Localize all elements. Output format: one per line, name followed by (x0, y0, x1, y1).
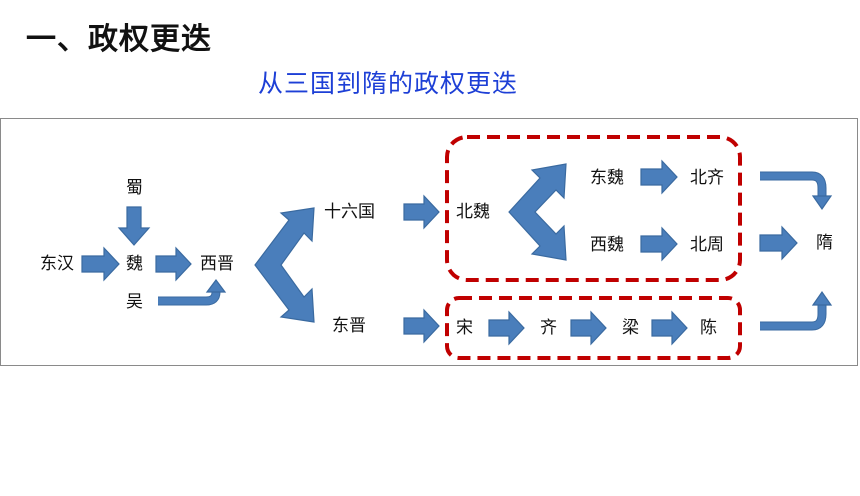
node-qi: 齐 (540, 318, 557, 338)
diagram-subtitle: 从三国到隋的政权更迭 (258, 69, 519, 98)
qi-to-liang-arrow (570, 310, 607, 346)
node-wu: 吴 (126, 292, 143, 312)
node-chen: 陈 (700, 318, 717, 338)
chen-to-sui-arrow (760, 305, 826, 330)
beiqi-to-sui-arrow (760, 172, 826, 196)
xiwei-to-beizhou-arrow (640, 226, 678, 262)
node-shu: 蜀 (126, 178, 143, 198)
dongwei-to-beiqi-arrow (640, 159, 678, 195)
node-song: 宋 (456, 318, 473, 338)
node-dongwei: 东魏 (590, 168, 624, 188)
wei-to-xijin-arrow (155, 246, 192, 282)
node-beiqi: 北齐 (690, 168, 724, 188)
northern-dynasties-box (445, 135, 742, 282)
xijin-split-arrow (254, 207, 315, 323)
shu-to-wei-arrow (117, 206, 151, 246)
node-xijin: 西晋 (200, 254, 234, 274)
donghan-to-wei-arrow (81, 246, 120, 282)
node-liang: 梁 (622, 318, 639, 338)
dongjin-to-song-arrow (403, 308, 440, 344)
node-xiwei: 西魏 (590, 235, 624, 255)
liang-to-chen-arrow (651, 310, 688, 346)
node-wei: 魏 (126, 254, 143, 274)
section-heading: 一、政权更迭 (26, 22, 212, 57)
southern-dynasties-box (445, 296, 742, 360)
node-donghan: 东汉 (40, 254, 74, 274)
node-shiliuguo: 十六国 (324, 202, 375, 222)
chen-to-sui-arrowhead (811, 290, 833, 306)
node-beizhou: 北周 (690, 235, 724, 255)
wu-to-xijin-arrow (158, 291, 220, 305)
song-to-qi-arrow (488, 310, 525, 346)
wu-to-xijin-arrowhead (205, 279, 227, 293)
beiwei-split-arrow (508, 163, 567, 261)
beiqi-to-sui-arrowhead (811, 195, 833, 211)
beizhou-to-sui-arrow (759, 225, 798, 261)
node-dongjin: 东晋 (332, 316, 366, 336)
node-sui: 隋 (816, 233, 833, 253)
shiliuguo-to-beiwei-arrow (403, 194, 440, 230)
node-beiwei: 北魏 (456, 202, 490, 222)
